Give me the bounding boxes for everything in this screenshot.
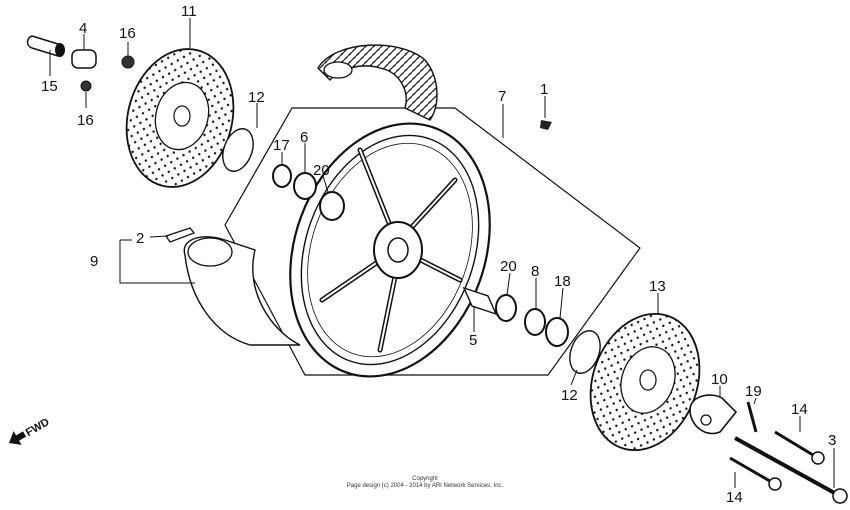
tire-upper	[317, 44, 438, 121]
callout-14-upper: 14	[791, 401, 808, 418]
axle-3	[734, 436, 841, 498]
bolt-2	[164, 227, 196, 243]
bearing-20-right	[495, 294, 517, 322]
gasket-left	[222, 128, 254, 172]
brake-disc-right	[589, 312, 701, 452]
bolt-14-lower	[729, 456, 776, 486]
retainer-8	[524, 308, 546, 336]
gasket-right	[569, 330, 601, 374]
leader-lines	[49, 18, 835, 488]
callout-5: 5	[469, 332, 477, 349]
callout-3: 3	[828, 432, 836, 449]
callout-19: 19	[745, 383, 762, 400]
bearing-20-left	[319, 191, 345, 221]
bolt-19	[746, 401, 758, 433]
assembly-outline	[224, 107, 641, 376]
callout-4: 4	[79, 20, 87, 37]
callout-labels: 1 2 3 4 5 6 7 8 9 10 11 12 12 13 14 14 1…	[41, 3, 836, 506]
arrow-left-icon	[8, 431, 27, 445]
collar-4	[71, 49, 97, 69]
callout-12-upper: 12	[248, 89, 265, 106]
tire-lower	[183, 236, 301, 346]
callout-14-lower: 14	[726, 489, 743, 506]
spacer-5	[462, 286, 498, 316]
callout-15: 15	[41, 78, 58, 95]
valve-1	[540, 120, 552, 130]
nut-16-bottom	[80, 80, 92, 92]
callout-20-upper: 20	[313, 162, 330, 179]
callout-20-lower: 20	[500, 258, 517, 275]
copyright-line-2: Page design (c) 2004 - 2014 by ARI Netwo…	[347, 483, 504, 489]
wheel-rim	[289, 122, 491, 378]
callout-17: 17	[273, 137, 290, 154]
seal-17	[272, 164, 292, 188]
callout-9: 9	[90, 253, 98, 270]
callout-2: 2	[136, 230, 144, 247]
bolt-14-upper	[774, 430, 819, 460]
callout-18: 18	[554, 273, 571, 290]
svg-text:FWD: FWD	[24, 416, 52, 439]
callout-13: 13	[649, 278, 666, 295]
copyright-line-1: Copyright	[412, 476, 438, 482]
callout-16-lower: 16	[77, 112, 94, 129]
fwd-arrow: FWD	[8, 416, 52, 445]
gearbox-10	[689, 394, 738, 435]
nut-16-top	[121, 55, 135, 69]
callout-11: 11	[181, 3, 197, 20]
seal-18	[545, 317, 569, 347]
callout-16-upper: 16	[119, 25, 136, 42]
callout-10: 10	[711, 371, 728, 388]
callout-12-lower: 12	[561, 387, 578, 404]
callout-1: 1	[540, 81, 548, 98]
brake-disc-left	[125, 48, 235, 188]
callout-6: 6	[300, 129, 308, 146]
callout-8: 8	[531, 263, 539, 280]
callout-7: 7	[498, 88, 506, 105]
